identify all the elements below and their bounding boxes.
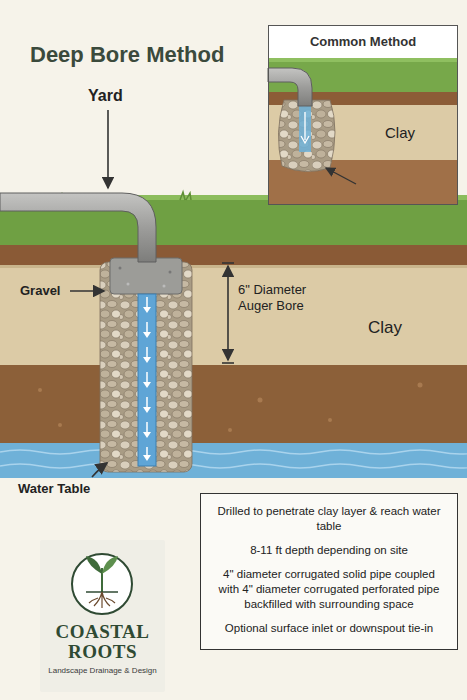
part-label: Water Table (18, 481, 90, 497)
soil-layers (0, 192, 467, 478)
inset-panel: Common Method (268, 25, 458, 205)
info-box: Drilled to penetrate clay layer & reach … (200, 493, 458, 650)
inset-illustration (268, 25, 458, 205)
info-note: 4" diameter corrugated solid pipe couple… (213, 567, 445, 612)
perforated-pipe (138, 294, 156, 466)
brand-name: COASTAL ROOTS (46, 622, 159, 662)
dimension-label: 6" Diameter Auger Bore (238, 282, 338, 313)
panel-heading: Common Method (269, 34, 457, 49)
auger-bore (100, 258, 192, 472)
layer-label: Clay (368, 318, 402, 338)
logo-emblem (40, 540, 165, 692)
info-note: 8-11 ft depth depending on site (213, 543, 445, 558)
part-label: Yard (88, 86, 123, 105)
part-label: Gravel (20, 283, 60, 299)
brand-tagline: Landscape Drainage & Design (46, 666, 159, 675)
info-note: Optional surface inlet or downspout tie-… (213, 621, 445, 636)
logo-badge: COASTAL ROOTS Landscape Drainage & Design (40, 540, 165, 692)
leader-lines (70, 110, 234, 477)
layer-label: Clay (385, 124, 415, 142)
info-note: Drilled to penetrate clay layer & reach … (213, 504, 445, 534)
solid-pipe (0, 193, 156, 262)
diagram-title: Deep Bore Method (30, 42, 224, 68)
